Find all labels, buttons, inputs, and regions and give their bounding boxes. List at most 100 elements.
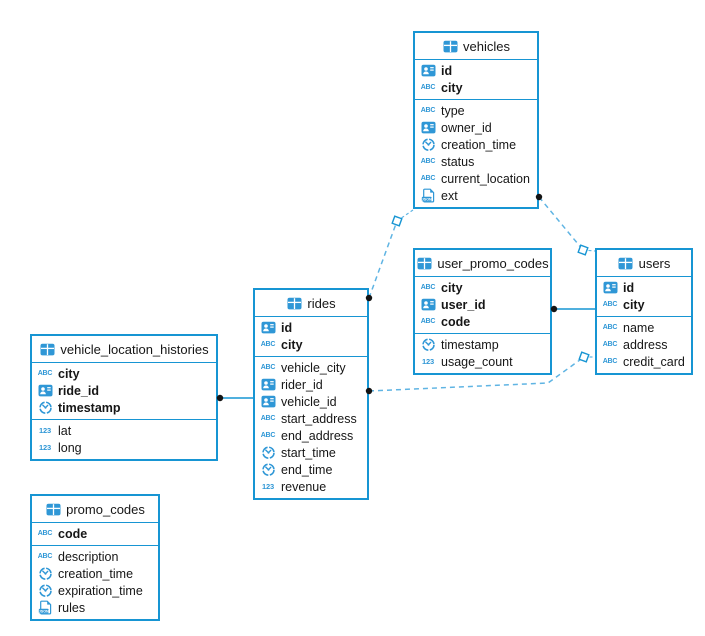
field-row-status: ABC status	[415, 153, 537, 170]
person-id-icon	[260, 320, 276, 335]
abc-text-icon: ABC	[420, 318, 436, 325]
123-number-icon: 123	[39, 425, 51, 435]
relation-square-marker	[577, 244, 589, 256]
field-name: status	[441, 154, 475, 169]
field-row-ext: JSON ext	[415, 187, 537, 204]
person-id-icon	[602, 280, 618, 295]
field-name: id	[281, 320, 293, 335]
field-name: city	[281, 337, 303, 352]
field-row-expiration_time: expiration_time	[32, 582, 158, 599]
clock-icon	[260, 445, 276, 460]
field-name: ext	[441, 188, 458, 203]
relation-square-marker	[391, 215, 403, 227]
abc-text-icon: ABC	[420, 107, 436, 114]
field-row-id: id	[597, 279, 691, 296]
abc-text-icon: ABC	[420, 175, 436, 182]
relation-rides-to-vehicles	[365, 209, 414, 302]
field-row-owner_id: owner_id	[415, 119, 537, 136]
table-grid-icon	[618, 256, 634, 271]
person-id-icon	[420, 120, 436, 135]
svg-text:JSON: JSON	[421, 197, 431, 201]
field-name: code	[58, 526, 88, 541]
person-id-icon	[420, 63, 436, 78]
field-name: ride_id	[58, 383, 99, 398]
person-id-icon	[37, 383, 53, 398]
table-grid-icon	[416, 256, 432, 271]
abc-text-icon: ABC	[37, 553, 53, 560]
table-header[interactable]: vehicles	[415, 33, 537, 60]
relation-square-marker	[578, 351, 590, 363]
table-grid-icon	[45, 502, 61, 517]
person-id-icon	[260, 377, 276, 392]
table-header[interactable]: users	[597, 250, 691, 277]
table-grid-icon	[442, 39, 458, 54]
abc-text-icon: ABC	[420, 84, 436, 91]
relation-vehicles-to-users	[535, 193, 596, 256]
field-name: vehicle_city	[281, 360, 346, 375]
table-header[interactable]: user_promo_codes	[415, 250, 550, 277]
field-name: timestamp	[441, 337, 499, 352]
abc-text-icon: ABC	[37, 370, 53, 377]
relation-line	[368, 220, 398, 299]
table-grid-icon	[286, 296, 302, 311]
field-name: type	[441, 103, 465, 118]
field-name: revenue	[281, 479, 327, 494]
field-row-description: ABC description	[32, 548, 158, 565]
table-header[interactable]: rides	[255, 290, 367, 317]
table-title: rides	[307, 295, 336, 311]
field-row-user_id: user_id	[415, 296, 550, 313]
json-doc-icon: JSON	[420, 188, 436, 203]
field-name: code	[441, 314, 471, 329]
table-title: users	[638, 255, 671, 271]
clock-icon	[260, 462, 276, 477]
field-row-id: id	[255, 319, 367, 336]
field-row-code: ABC code	[415, 313, 550, 330]
field-name: expiration_time	[58, 583, 143, 598]
field-name: city	[441, 280, 463, 295]
field-name: city	[623, 297, 645, 312]
field-name: user_id	[441, 297, 486, 312]
field-row-type: ABC type	[415, 102, 537, 119]
table-header[interactable]: promo_codes	[32, 496, 158, 523]
table-header[interactable]: vehicle_location_histories	[32, 336, 216, 363]
field-row-vehicle_id: vehicle_id	[255, 393, 367, 410]
abc-text-icon: ABC	[420, 284, 436, 291]
table-title: vehicles	[463, 38, 510, 54]
123-number-icon: 123	[39, 442, 51, 452]
abc-text-icon: ABC	[420, 158, 436, 165]
field-name: city	[58, 366, 80, 381]
abc-text-icon: ABC	[602, 324, 618, 331]
relation-line	[538, 196, 584, 251]
field-row-city: ABC city	[32, 365, 216, 382]
field-name: rider_id	[281, 377, 323, 392]
field-row-ride_id: ride_id	[32, 382, 216, 399]
field-name: start_time	[281, 445, 336, 460]
field-name: description	[58, 549, 119, 564]
